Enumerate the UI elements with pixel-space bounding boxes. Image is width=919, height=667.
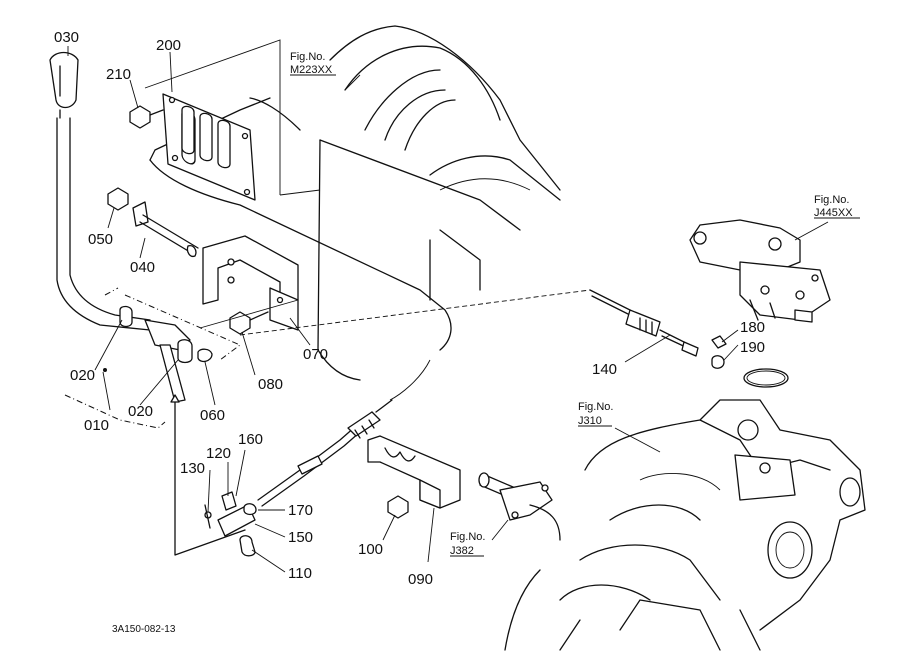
- valve-assembly: [689, 219, 831, 323]
- drawing-code: 3A150-082-13: [112, 624, 176, 635]
- bolt-210: [129, 105, 164, 129]
- plate-200: [162, 93, 256, 201]
- shift-lever-assembly: [49, 51, 213, 403]
- label-010: 010: [84, 417, 109, 434]
- label-180: 180: [740, 319, 765, 336]
- label-050: 050: [88, 231, 113, 248]
- figref-j310-label: Fig.No.: [578, 401, 613, 413]
- o-ring: [743, 368, 789, 388]
- label-120: 120: [206, 445, 231, 462]
- label-140: 140: [592, 361, 617, 378]
- cable-140: [239, 289, 725, 401]
- bolt-050: [107, 187, 129, 211]
- transmission-housing: [504, 399, 866, 651]
- figref-m223-value: M223XX: [290, 64, 333, 76]
- group-bracket-010: [64, 287, 241, 429]
- figref-j445-label: Fig.No.: [814, 194, 849, 206]
- label-200: 200: [156, 37, 181, 54]
- label-110: 110: [288, 565, 312, 582]
- label-130: 130: [180, 460, 205, 477]
- cable-lower: [257, 399, 393, 507]
- label-150: 150: [288, 529, 313, 546]
- label-040: 040: [130, 259, 155, 276]
- bolt-080: [229, 311, 269, 335]
- label-160: 160: [238, 431, 263, 448]
- label-060: 060: [200, 407, 225, 424]
- label-030: 030: [54, 29, 79, 46]
- figure-references: Fig.No. M223XX Fig.No. J445XX Fig.No. J3…: [290, 51, 860, 557]
- leader-dash-080: [199, 299, 299, 329]
- rod-040: [132, 201, 199, 258]
- label-070: 070: [303, 346, 328, 363]
- figref-j445-value: J445XX: [814, 207, 853, 219]
- figref-j382-value: J382: [450, 545, 474, 557]
- bracket-090: [367, 435, 461, 509]
- label-210: 210: [106, 66, 131, 83]
- fender-panel: [249, 25, 561, 381]
- label-100: 100: [358, 541, 383, 558]
- bracket-070: [202, 235, 299, 331]
- figref-m223-label: Fig.No.: [290, 51, 325, 63]
- figref-j382-label: Fig.No.: [450, 531, 485, 543]
- label-080: 080: [258, 376, 283, 393]
- lower-link-assembly: [170, 394, 257, 557]
- label-020-left: 020: [70, 367, 95, 384]
- part-labels: 030 200 210 050 040 020 010 020 060 080 …: [54, 29, 765, 588]
- leader-lines: [67, 46, 829, 573]
- shift-shaft: [478, 472, 561, 541]
- label-170: 170: [288, 502, 313, 519]
- clip-180: [711, 335, 727, 349]
- label-090: 090: [408, 571, 433, 588]
- label-190: 190: [740, 339, 765, 356]
- label-020-bottom: 020: [128, 403, 153, 420]
- bolt-100: [387, 495, 409, 519]
- figref-j310-value: J310: [578, 415, 602, 427]
